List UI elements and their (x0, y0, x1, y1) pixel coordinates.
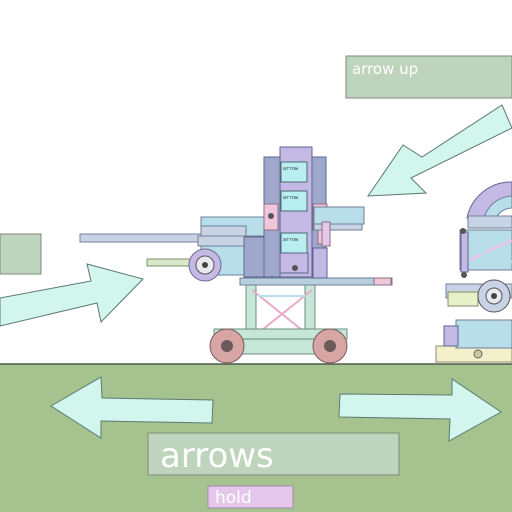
gear-icon (477, 279, 511, 313)
opponent-machine (435, 181, 512, 363)
tower-screen-text: arrow (283, 166, 299, 172)
wheel-icon (209, 328, 245, 364)
tower-screen: arrow (280, 161, 308, 183)
hold-button-text: hold (215, 488, 252, 508)
tower-screen: arrow (280, 190, 308, 212)
arrow-left-icon[interactable] (50, 376, 214, 439)
arrow-right-hint-icon (0, 263, 144, 327)
arrow-down-left-icon (367, 104, 512, 197)
wheel-icon (312, 328, 348, 364)
player-vehicle: arrow arrow arrow (79, 146, 393, 364)
tower-screen: arrow (280, 232, 308, 254)
controls-label-text: arrows (160, 436, 274, 476)
arrow-right-icon[interactable] (338, 378, 502, 442)
gear-icon (188, 248, 222, 282)
tower-screen-text: arrow (283, 195, 299, 201)
hold-button[interactable]: hold (207, 485, 294, 509)
controls-label: arrows (147, 432, 400, 476)
tower-screen-text: arrow (283, 237, 299, 243)
hint-arrow-up: arrow up (345, 55, 512, 99)
hint-left-box (0, 233, 42, 275)
hint-arrow-up-text: arrow up (352, 60, 418, 78)
